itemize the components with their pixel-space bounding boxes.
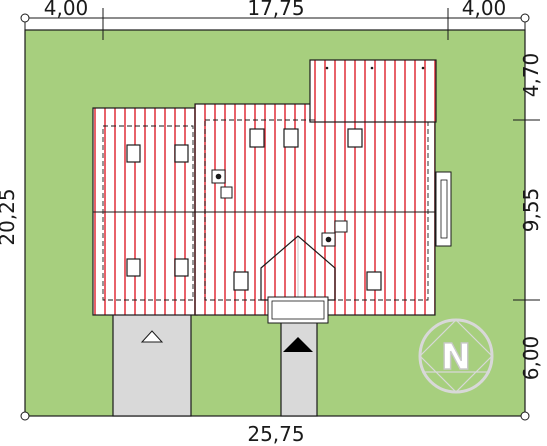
driveway-center xyxy=(280,321,318,417)
triangle-outline-icon xyxy=(140,330,164,343)
dim-bottom: 25,75 xyxy=(247,422,304,446)
dimension-lines xyxy=(24,8,540,417)
dim-top-middle: 17,75 xyxy=(247,0,304,20)
roof-upper-extension xyxy=(309,59,437,123)
dim-top-right: 4,00 xyxy=(462,0,507,20)
dimension-nodes xyxy=(20,13,530,421)
dim-top-left: 4,00 xyxy=(44,0,89,20)
dim-right-bottom: 6,00 xyxy=(519,336,543,381)
entrance-gable xyxy=(260,235,336,324)
dim-left: 20,25 xyxy=(0,188,19,245)
triangle-filled-icon xyxy=(283,337,313,352)
chimneys xyxy=(211,169,348,247)
compass-letter: N xyxy=(441,337,471,378)
side-balcony xyxy=(435,171,452,247)
dim-right-top: 4,70 xyxy=(519,53,543,98)
dim-right-middle: 9,55 xyxy=(519,188,543,233)
driveway-left xyxy=(112,309,192,417)
north-compass-icon: N xyxy=(418,318,494,394)
roof-windows xyxy=(126,128,382,291)
roof-left-wing xyxy=(92,107,198,316)
